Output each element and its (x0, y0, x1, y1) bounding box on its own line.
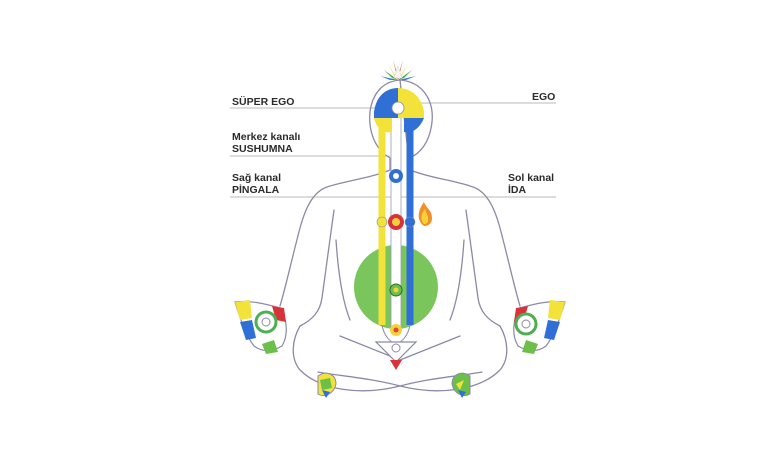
palm-chakra-icon (254, 310, 278, 334)
left-channel-line2: İDA (508, 184, 527, 196)
right-channel-line1: Sağ kanal (232, 172, 282, 184)
label-ego: EGO (532, 91, 555, 103)
right-hand (234, 300, 287, 354)
right-channel-line2: PİNGALA (232, 184, 280, 196)
chakra-flower-icon (390, 324, 402, 336)
label-sushumna: Merkez kanalı SUSHUMNA (232, 131, 300, 155)
finger-green (522, 340, 538, 354)
left-heart-chakra (404, 216, 416, 228)
central-channel-line1: Merkez kanalı (232, 131, 301, 143)
palm-chakra-icon (514, 312, 538, 336)
central-channel-line2: SUSHUMNA (232, 143, 293, 155)
super-ego-text: SÜPER EGO (232, 96, 295, 108)
flame-icon (418, 202, 432, 226)
finger-blue (240, 320, 256, 340)
left-foot (451, 372, 471, 398)
right-heart-chakra (376, 216, 388, 228)
ego-text: EGO (532, 91, 556, 103)
finger-yellow (235, 300, 252, 320)
label-ida: Sol kanal İDA (508, 172, 554, 196)
chakra-flower-icon (389, 169, 403, 183)
ego-superego-head (374, 88, 424, 133)
ego-yellow (398, 88, 424, 118)
left-hand (513, 300, 566, 354)
triangle-kundalini-icon (374, 341, 418, 370)
label-super-ego: SÜPER EGO (232, 96, 294, 108)
chakra-flower-icon (389, 283, 403, 297)
chakra-flower-icon (388, 214, 404, 230)
finger-green (262, 340, 278, 354)
finger-yellow (548, 300, 565, 320)
right-foot (317, 372, 337, 398)
label-pingala: Sağ kanal PİNGALA (232, 172, 281, 196)
finger-blue (544, 320, 560, 340)
thousand-petal-lotus-icon (380, 60, 416, 80)
left-channel-line1: Sol kanal (508, 172, 555, 184)
super-ego-blue (374, 88, 398, 118)
